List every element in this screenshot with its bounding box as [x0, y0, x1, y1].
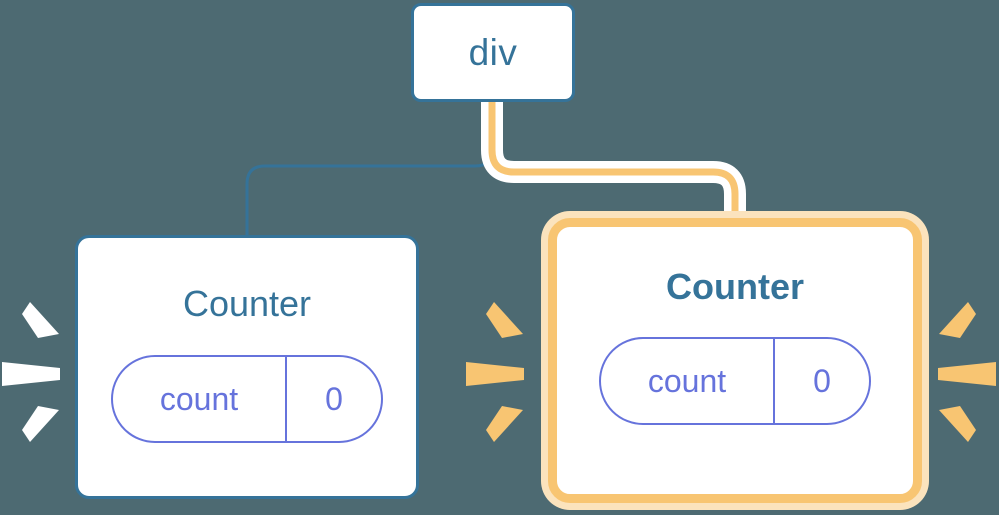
sparkle-burst-right: [932, 282, 996, 458]
sparkle-ray-middle: [466, 362, 524, 386]
state-key: count: [159, 380, 239, 417]
connector-div-to-counter-left: [245, 100, 495, 238]
connector-div-to-counter-right: [488, 100, 739, 240]
sparkle-ray-lower: [939, 406, 976, 442]
node-counter-right[interactable]: Counter count 0: [548, 218, 922, 503]
counter-left-title: Counter: [182, 283, 312, 324]
counter-left-state-pill[interactable]: count 0: [111, 355, 383, 443]
sparkle-burst-middle: [466, 282, 530, 458]
sparkle-ray-middle: [938, 362, 996, 386]
state-value: 0: [285, 357, 381, 441]
node-div-label: div: [468, 31, 518, 73]
counter-right-state-pill[interactable]: count 0: [599, 337, 871, 425]
state-value: 0: [773, 339, 869, 423]
sparkle-ray-upper: [939, 302, 976, 338]
sparkle-ray-lower: [486, 406, 523, 442]
state-key: count: [647, 362, 727, 399]
counter-right-title: Counter: [666, 266, 804, 307]
node-div[interactable]: div: [411, 3, 575, 102]
node-counter-left[interactable]: Counter count 0: [75, 235, 419, 499]
sparkle-burst-left: [2, 282, 66, 458]
sparkle-ray-lower: [22, 406, 59, 442]
sparkle-ray-upper: [22, 302, 59, 338]
sparkle-ray-upper: [486, 302, 523, 338]
sparkle-ray-middle: [2, 362, 60, 386]
